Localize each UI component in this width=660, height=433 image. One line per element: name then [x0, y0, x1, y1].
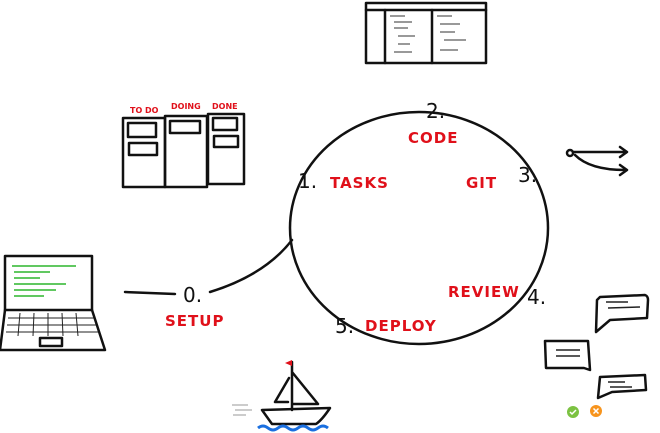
kanban-column-done: DONE [212, 102, 238, 111]
step-3-label: GIT [466, 174, 497, 192]
step-5-label: DEPLOY [365, 317, 437, 335]
step-1-number: 1. [298, 169, 317, 193]
setup-connector [123, 238, 294, 296]
cycle-circle [288, 110, 550, 346]
chat-bubbles-icon [543, 293, 650, 418]
step-4-number: 4. [527, 285, 546, 309]
kanban-column-doing: DOING [171, 102, 201, 111]
kanban-board-icon: TO DO DOING DONE [121, 102, 246, 189]
step-0-label: SETUP [165, 312, 224, 330]
step-5-number: 5. [335, 314, 354, 338]
step-1-label: TASKS [330, 174, 389, 192]
kanban-column-todo: TO DO [130, 106, 159, 115]
code-editor-icon [364, 1, 488, 65]
step-0-number: 0. [183, 283, 202, 307]
step-4-label: REVIEW [448, 283, 520, 301]
step-2-number: 2. [426, 99, 445, 123]
laptop-icon [0, 254, 107, 352]
git-branch-icon [565, 145, 629, 177]
sailboat-icon [232, 360, 332, 432]
step-2-label: CODE [408, 129, 458, 147]
step-3-number: 3. [518, 163, 537, 187]
